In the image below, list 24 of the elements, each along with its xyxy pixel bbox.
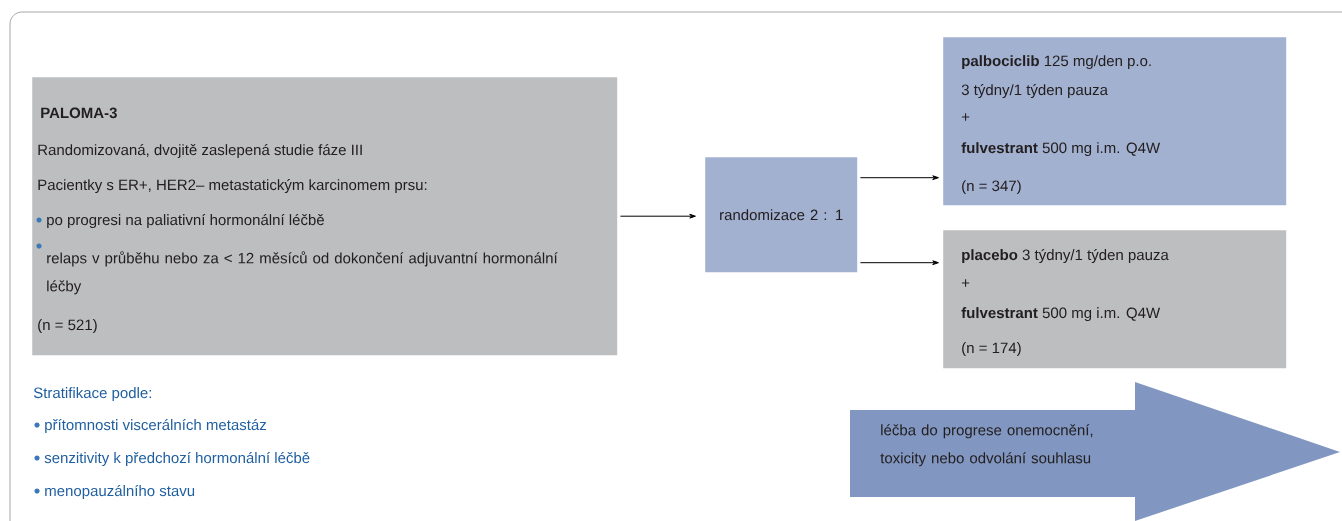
drug-dose: fulvestrant 500 mg i.m. Q4W bbox=[961, 307, 1161, 322]
stratification-item: senzitivity k předchozí hormonální léčbě bbox=[44, 451, 310, 467]
arrow bbox=[859, 260, 939, 266]
plus-sign: + bbox=[961, 279, 970, 287]
sample-size: (n = 347) bbox=[962, 180, 1021, 195]
sample-size: (n = 174) bbox=[962, 342, 1021, 357]
stratification-heading: Stratifikace podle: bbox=[33, 387, 152, 402]
drug-dose: fulvestrant 500 mg i.m. Q4W bbox=[961, 142, 1161, 157]
stratification-item: přítomnosti viscerálních metastáz bbox=[45, 418, 266, 434]
block-arrow-label: léčba do progrese onemocnění, toxicity nebo odvolání souhlasu bbox=[880, 424, 1093, 467]
stratification-item: menopauzálního stavu bbox=[45, 484, 195, 500]
arrow bbox=[859, 175, 939, 181]
drug-dose: placebo 3 týdny/1 týden pauza bbox=[962, 248, 1169, 264]
drug-dose: palbociclib 125 mg/den p.o. bbox=[962, 55, 1151, 70]
sample-size: (n = 521) bbox=[38, 319, 97, 334]
patient-criteria: Pacientky s ER+, HER2– metastatickým karcinomem prsu: bbox=[38, 178, 427, 194]
study-title: PALOMA-3 bbox=[41, 107, 117, 119]
study-design: Randomizovaná, dvojitě zaslepená studie fáze III bbox=[38, 143, 362, 159]
arrow bbox=[619, 213, 696, 219]
plus-sign: + bbox=[961, 113, 970, 121]
criterion-item: po progresi na paliativní hormonální léčbě bbox=[47, 213, 324, 229]
criterion-item: relaps v průběhu nebo za < 12 měsíců od dokončení adjuvantní hormonální léčby bbox=[47, 251, 558, 295]
box-label: randomizace 2 : 1 bbox=[720, 209, 843, 221]
dosing-schedule: 3 týdny/1 týden pauza bbox=[961, 83, 1108, 99]
